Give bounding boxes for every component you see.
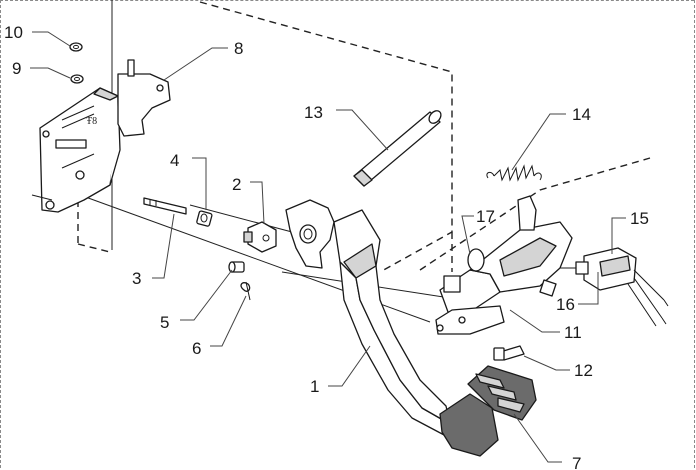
frame-left-edge <box>0 0 1 468</box>
grommet-17 <box>467 248 485 272</box>
clevis-2 <box>243 221 277 253</box>
callout-4: 4 <box>170 151 179 170</box>
bracket-stamp-text: Ŧ8 <box>86 116 97 127</box>
callout-10: 10 <box>4 23 23 42</box>
pivot-shaft-13 <box>353 110 442 187</box>
pedal-bracket-11 <box>435 195 573 335</box>
clevis-pin-5 <box>228 261 245 273</box>
washer-10 <box>69 42 83 52</box>
callout-5: 5 <box>160 313 169 332</box>
callout-11: 11 <box>564 323 582 342</box>
callout-1: 1 <box>310 377 319 396</box>
upper-bracket-8 <box>117 59 171 137</box>
callout-14: 14 <box>572 105 591 124</box>
callout-16: 16 <box>556 295 575 314</box>
pedal-arm-1 <box>285 199 451 437</box>
callout-6: 6 <box>192 339 201 358</box>
pivot-pin-3 <box>143 197 187 215</box>
callout-15: 15 <box>630 209 649 228</box>
mounting-bracket-left: Ŧ8 <box>31 87 121 213</box>
spring-clip-6 <box>240 281 251 301</box>
callout-labels: 10 9 8 4 2 3 5 6 13 14 15 17 16 11 12 1 … <box>4 23 649 470</box>
pedal-switch-16 <box>560 261 589 275</box>
callout-3: 3 <box>132 269 141 288</box>
callout-13: 13 <box>304 103 323 122</box>
bushing-4 <box>196 210 213 227</box>
callout-12: 12 <box>574 361 593 380</box>
callout-2: 2 <box>232 175 241 194</box>
return-spring-14 <box>486 164 542 182</box>
callout-17: 17 <box>476 207 495 226</box>
callout-7: 7 <box>572 454 581 470</box>
leader-lines <box>30 31 626 463</box>
callout-8: 8 <box>234 39 243 58</box>
callout-9: 9 <box>12 59 21 78</box>
frame-top-edge <box>0 0 694 1</box>
pedal-pad-7 <box>439 365 537 457</box>
bolt-12 <box>493 345 525 361</box>
washer-9 <box>70 74 84 84</box>
assembly-dashed-outline <box>77 1 651 273</box>
frame-right-edge <box>694 0 695 468</box>
pedal-switch-15 <box>583 247 669 327</box>
